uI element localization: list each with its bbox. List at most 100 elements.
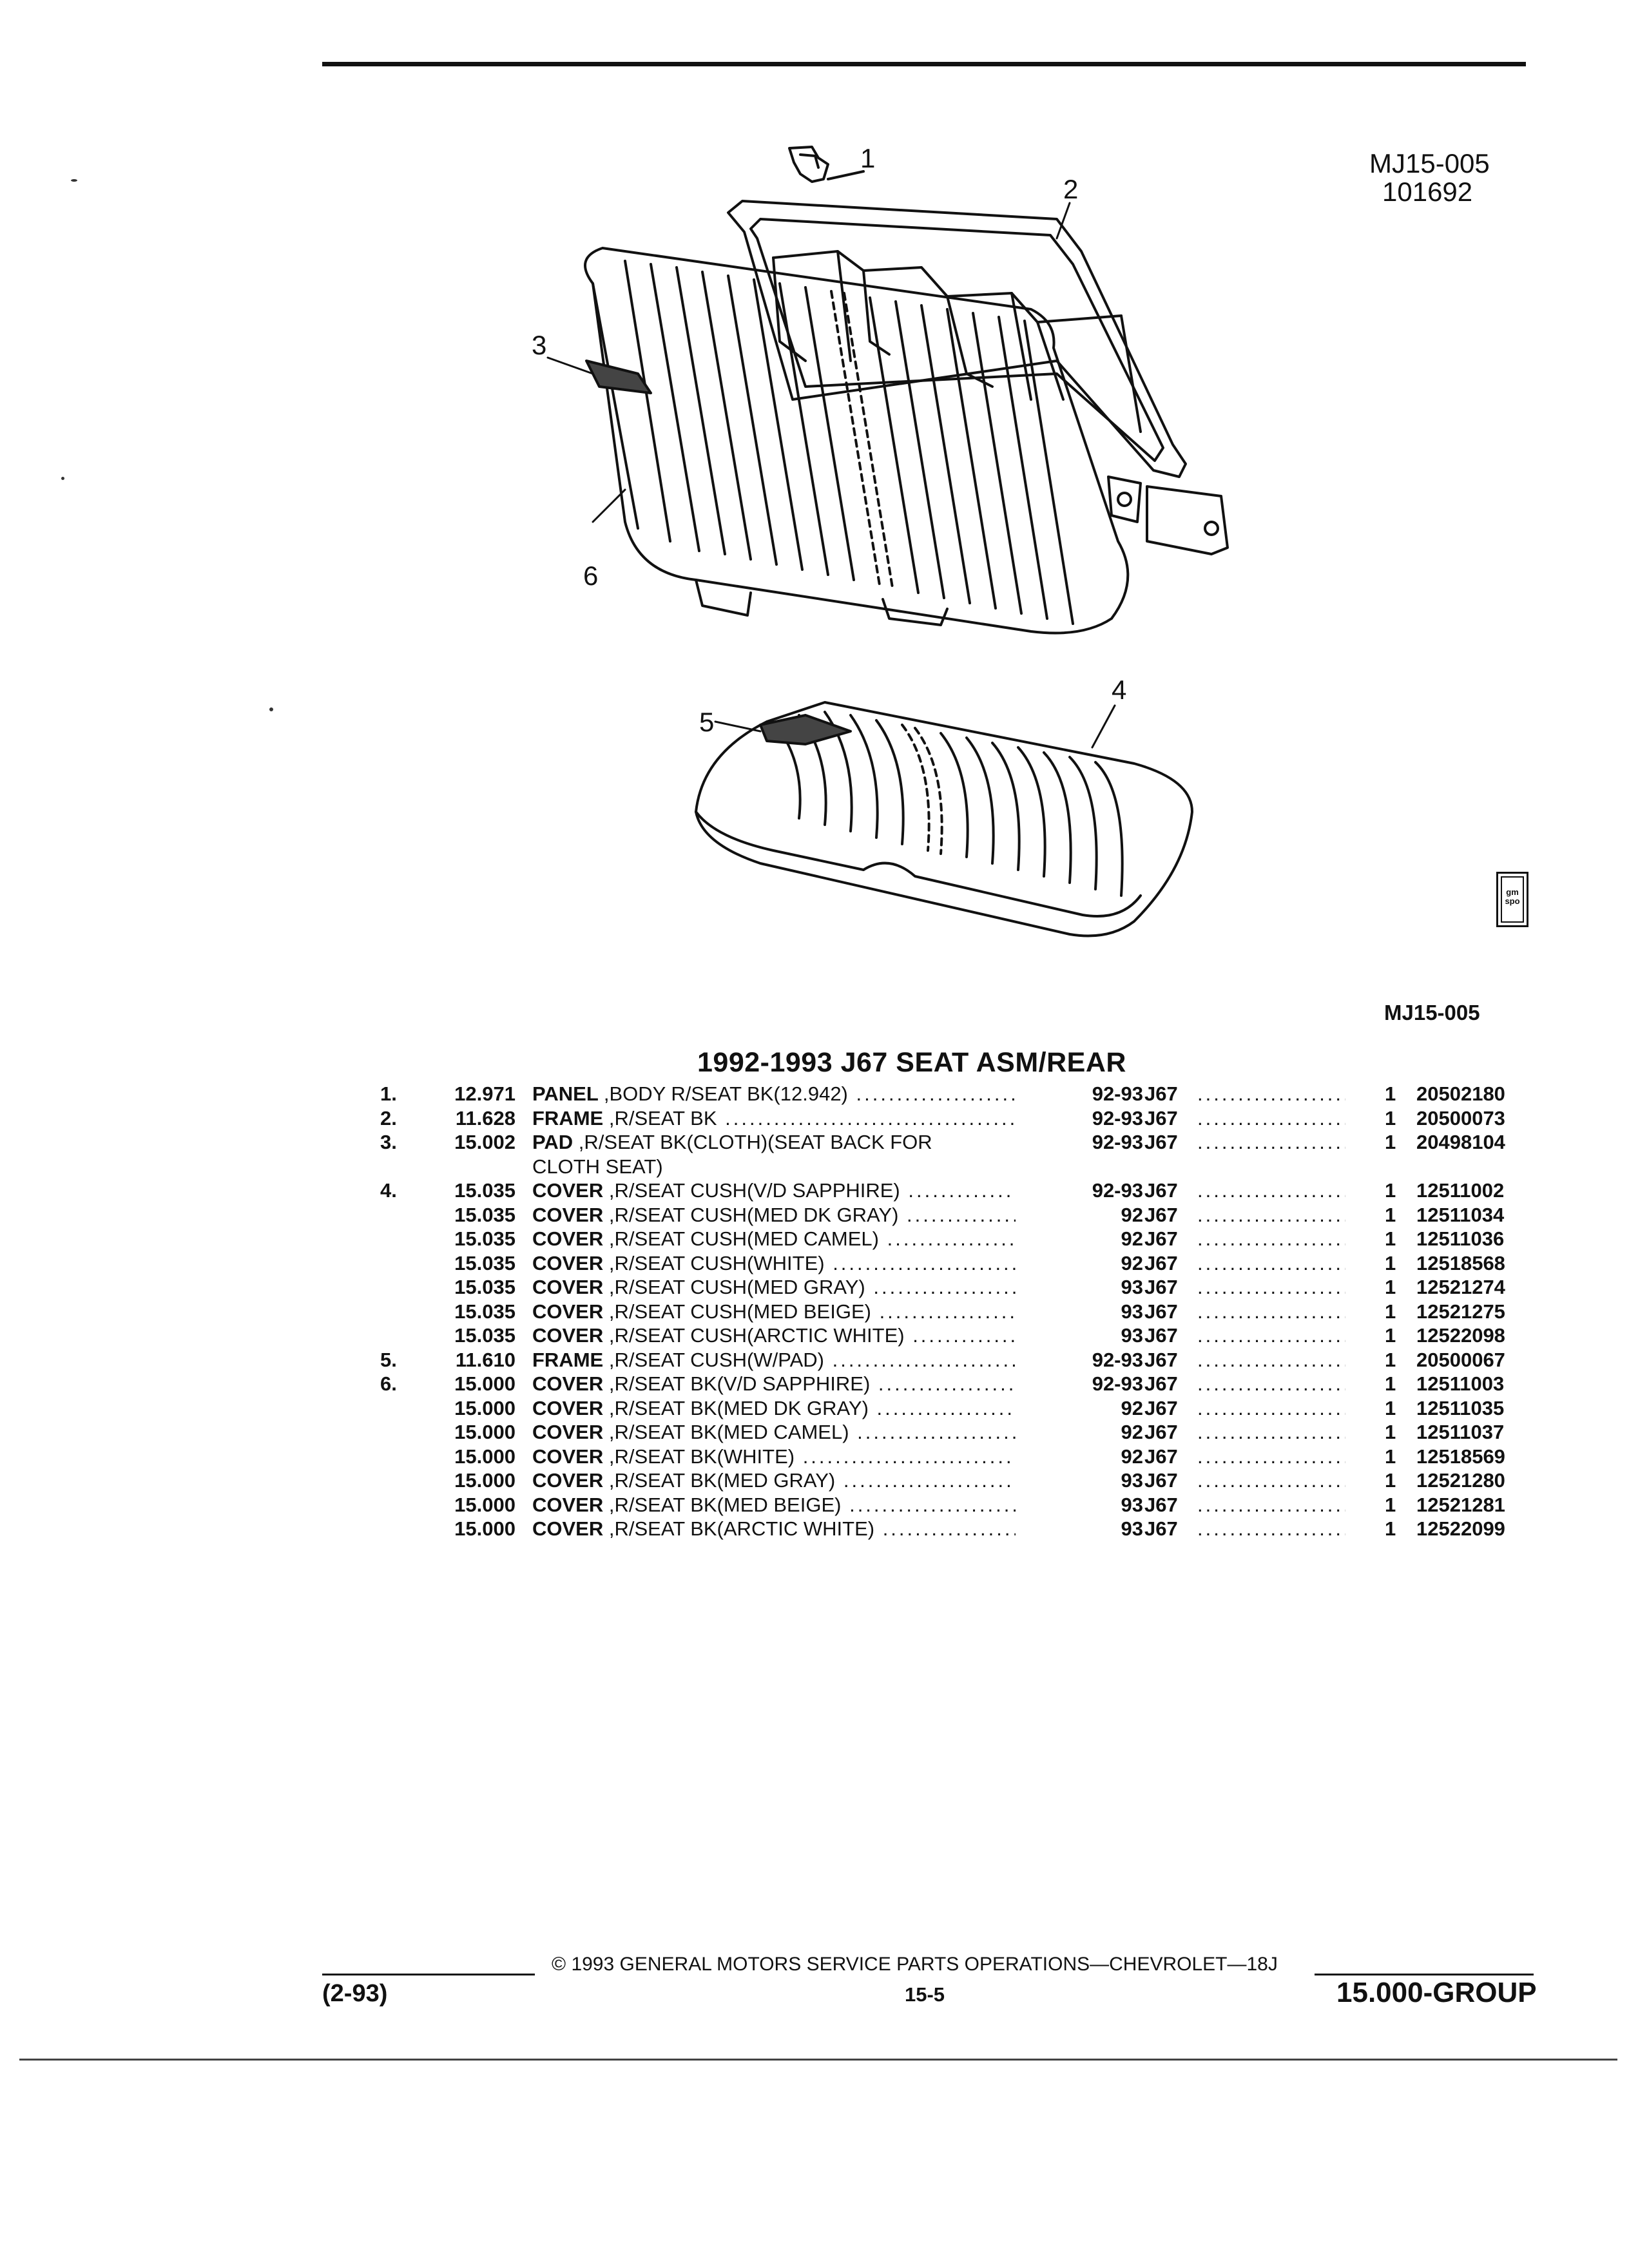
footer-rule-left (322, 1974, 535, 1975)
part-description: FRAME ,R/SEAT CUSH(W/PAD) ..............… (532, 1349, 1016, 1372)
part-detail: ,R/SEAT CUSH(W/PAD) (608, 1348, 824, 1371)
part-name: COVER (532, 1300, 604, 1323)
leader-dots: ........................................… (1197, 1348, 1345, 1371)
part-detail: ,R/SEAT BK(MED CAMEL) (608, 1421, 849, 1443)
part-name: COVER (532, 1372, 604, 1395)
quantity: 1 (1385, 1493, 1396, 1516)
part-number: 12518568 (1416, 1251, 1505, 1274)
table-row-continuation: CLOTH SEAT) (380, 1155, 1540, 1180)
leader-dots: ........................................… (1197, 1493, 1345, 1516)
part-number: 12521280 (1416, 1469, 1505, 1492)
part-detail: ,R/SEAT CUSH(MED CAMEL) (608, 1227, 879, 1250)
part-detail: ,R/SEAT CUSH(V/D SAPPHIRE) (608, 1179, 900, 1202)
part-description: PANEL ,BODY R/SEAT BK(12.942) ..........… (532, 1082, 1016, 1106)
model-code: J67 (1144, 1469, 1178, 1492)
model-years: 92-93 (1092, 1348, 1143, 1371)
quantity: 1 (1385, 1445, 1396, 1468)
ref-date: 101692 (1382, 177, 1473, 207)
leader-dots: ........................................… (1197, 1179, 1345, 1202)
part-description: COVER ,R/SEAT CUSH(ARCTIC WHITE) .......… (532, 1324, 1016, 1347)
model-years: 92-93 (1092, 1372, 1143, 1395)
part-name: COVER (532, 1517, 604, 1540)
leader-dots: ........................................… (1197, 1517, 1345, 1540)
part-detail: ,R/SEAT CUSH(WHITE) (608, 1251, 825, 1274)
part-description: COVER ,R/SEAT BK(V/D SAPPHIRE) .........… (532, 1372, 1016, 1396)
part-detail: ,R/SEAT CUSH(MED BEIGE) (608, 1300, 871, 1323)
quantity: 1 (1385, 1203, 1396, 1226)
quantity: 1 (1385, 1372, 1396, 1395)
ref-id: MJ15-005 (1369, 148, 1490, 178)
part-name: COVER (532, 1251, 604, 1274)
model-years: 93 (1121, 1300, 1143, 1323)
leader-dots: ........................................… (856, 1082, 1016, 1105)
model-years: 92 (1121, 1445, 1143, 1468)
quantity: 1 (1385, 1276, 1396, 1298)
part-description: PAD ,R/SEAT BK(CLOTH)(SEAT BACK FOR (532, 1131, 1016, 1154)
quantity: 1 (1385, 1300, 1396, 1323)
quantity: 1 (1385, 1131, 1396, 1153)
model-years: 93 (1121, 1324, 1143, 1347)
quantity: 1 (1385, 1348, 1396, 1371)
model-years: 93 (1121, 1517, 1143, 1540)
part-number: 12521275 (1416, 1300, 1505, 1323)
model-years: 92 (1121, 1251, 1143, 1274)
part-description: COVER ,R/SEAT CUSH(WHITE) ..............… (532, 1252, 1016, 1275)
quantity: 1 (1385, 1082, 1396, 1105)
model-code: J67 (1144, 1421, 1178, 1443)
callout-3: 3 (532, 330, 546, 360)
part-number: 12522098 (1416, 1324, 1505, 1347)
part-name: FRAME (532, 1106, 604, 1129)
gm-spo-logo: gm spo (1496, 872, 1528, 927)
group-number: 15.002 (454, 1131, 516, 1153)
model-code: J67 (1144, 1082, 1178, 1105)
model-years: 92-93 (1092, 1106, 1143, 1129)
leader-dots: ........................................… (1197, 1203, 1345, 1226)
part-number: 12511002 (1416, 1179, 1505, 1202)
part-number: 12511035 (1416, 1396, 1505, 1419)
part-detail: ,R/SEAT BK(ARCTIC WHITE) (608, 1517, 875, 1540)
part-description: COVER ,R/SEAT CUSH(MED CAMEL) ..........… (532, 1227, 1016, 1251)
model-years: 92 (1121, 1421, 1143, 1443)
part-number: 12521281 (1416, 1493, 1505, 1516)
leader-dots: ........................................… (1197, 1421, 1345, 1443)
group-number: 12.971 (454, 1082, 516, 1105)
part-number: 12511034 (1416, 1203, 1505, 1226)
leader-dots: ........................................… (1197, 1445, 1345, 1468)
leader-dots: ........................................… (1197, 1227, 1345, 1250)
item-number: 2. (380, 1106, 397, 1129)
leader-dots: ........................................… (1197, 1396, 1345, 1419)
callout-6: 6 (583, 561, 598, 591)
callout-5: 5 (699, 707, 714, 737)
part-detail: ,R/SEAT BK(WHITE) (608, 1445, 795, 1468)
part-description: COVER ,R/SEAT BK(WHITE) ................… (532, 1445, 1016, 1468)
quantity: 1 (1385, 1469, 1396, 1492)
leader-dots: ........................................… (1197, 1276, 1345, 1298)
leader-dots: ........................................… (912, 1324, 1016, 1347)
part-description: COVER ,R/SEAT BK(MED DK GRAY) ..........… (532, 1397, 1016, 1420)
leader-dots: ........................................… (725, 1106, 1016, 1129)
group-number: 15.035 (454, 1324, 516, 1347)
model-code: J67 (1144, 1106, 1178, 1129)
part-name: PANEL (532, 1082, 599, 1105)
leader-dots: ........................................… (1197, 1251, 1345, 1274)
quantity: 1 (1385, 1251, 1396, 1274)
quantity: 1 (1385, 1324, 1396, 1347)
group-number: 15.000 (454, 1445, 516, 1468)
model-years: 93 (1121, 1469, 1143, 1492)
part-description: COVER ,R/SEAT CUSH(MED GRAY) ...........… (532, 1276, 1016, 1299)
model-code: J67 (1144, 1324, 1178, 1347)
leader-dots: ........................................… (1197, 1082, 1345, 1105)
part-name: PAD (532, 1131, 574, 1153)
part-number: 12522099 (1416, 1517, 1505, 1540)
leader-dots: ........................................… (908, 1179, 1016, 1202)
model-code: J67 (1144, 1131, 1178, 1153)
item-number: 3. (380, 1131, 397, 1153)
